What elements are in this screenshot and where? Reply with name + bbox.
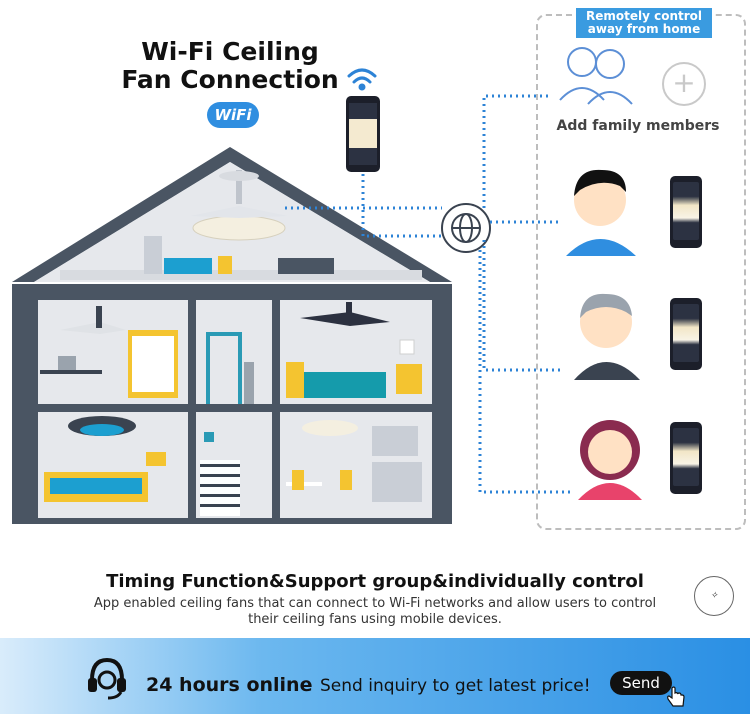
- send-button[interactable]: Send: [610, 671, 672, 695]
- house-roof: [12, 147, 452, 282]
- timing-title: Timing Function&Support group&individual…: [106, 571, 644, 592]
- plus-icon[interactable]: +: [662, 62, 706, 106]
- attic-ceiling-fan: [190, 170, 288, 241]
- inquiry-text: Send inquiry to get latest price!: [320, 676, 591, 696]
- phone-app-3: [670, 422, 702, 494]
- phone-app-1: [670, 176, 702, 248]
- online-label: 24 hours online: [146, 674, 313, 696]
- remote-control-label: Remotely control away from home: [576, 8, 712, 38]
- page-title: Wi-Fi Ceiling Fan Connection: [100, 38, 360, 94]
- hand-pointer-icon: [667, 686, 685, 707]
- family-couple-outline: [559, 47, 633, 105]
- title-line-1: Wi-Fi Ceiling: [141, 37, 319, 66]
- add-family-label: Add family members: [556, 118, 720, 134]
- headset-icon: [88, 657, 126, 700]
- timing-desc-line-1: App enabled ceiling fans that can connec…: [93, 596, 657, 611]
- timing-desc-line-2: their ceiling fans using mobile devices.: [248, 612, 502, 627]
- avatar-man-elderly: [574, 293, 640, 380]
- house-illustration: [12, 47, 642, 524]
- remote-label-line-1: Remotely control: [585, 9, 703, 23]
- timing-description: App enabled ceiling fans that can connec…: [40, 596, 710, 628]
- phone-app-top: [346, 96, 380, 172]
- brand-logo-seal: ✧: [694, 576, 734, 616]
- wifi-badge: WiFi: [207, 102, 259, 128]
- phone-app-2: [670, 298, 702, 370]
- family-panel: [536, 14, 746, 530]
- wifi-icon: [347, 68, 377, 91]
- connection-lines: [285, 94, 570, 494]
- remote-label-line-2: away from home: [587, 22, 701, 36]
- globe-icon: [441, 203, 491, 253]
- title-line-2: Fan Connection: [121, 65, 339, 94]
- avatar-woman: [578, 420, 642, 500]
- avatar-man-young: [566, 169, 636, 256]
